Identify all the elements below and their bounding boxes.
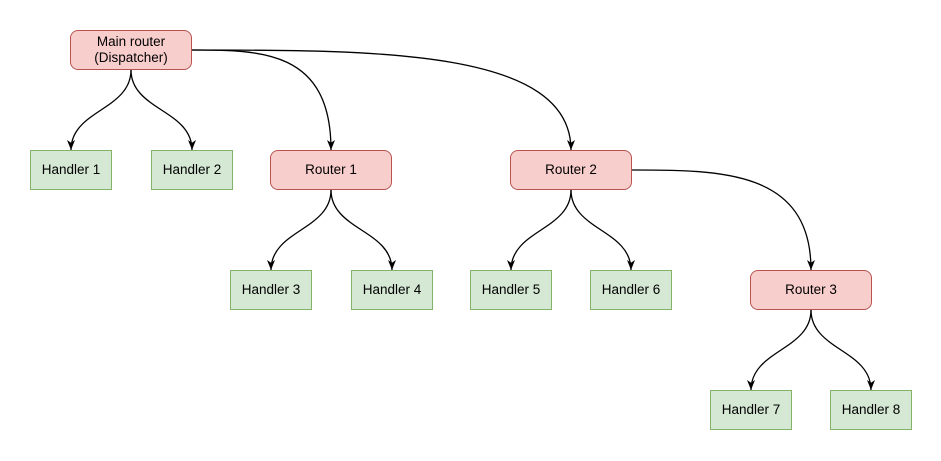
node-handler-4: Handler 4	[351, 270, 433, 310]
node-handler-5-label: Handler 5	[481, 281, 541, 297]
node-handler-2: Handler 2	[151, 150, 233, 190]
node-main-router-label: Main router (Dispatcher)	[94, 33, 168, 65]
node-router-2-label: Router 2	[545, 161, 597, 177]
node-router-3: Router 3	[750, 270, 872, 310]
edge-main-to-router1	[191, 49, 335, 151]
edge-router2-to-router3	[631, 169, 815, 271]
edge-main-to-router2	[191, 49, 575, 151]
node-handler-3: Handler 3	[230, 270, 312, 310]
node-router-1: Router 1	[270, 150, 392, 190]
node-handler-2-label: Handler 2	[162, 161, 222, 177]
edge-main-to-handler2	[130, 69, 196, 151]
node-handler-6: Handler 6	[590, 270, 672, 310]
node-handler-7-label: Handler 7	[721, 401, 781, 417]
edge-router3-to-handler8	[810, 309, 875, 391]
edge-router2-to-handler5	[507, 189, 572, 271]
edge-main-to-handler1	[67, 69, 132, 151]
node-handler-6-label: Handler 6	[601, 281, 661, 297]
edge-router1-to-handler3	[267, 189, 332, 271]
node-handler-8-label: Handler 8	[841, 401, 901, 417]
node-handler-1: Handler 1	[30, 150, 112, 190]
node-router-1-label: Router 1	[305, 161, 357, 177]
edge-router3-to-handler7	[747, 309, 812, 391]
node-router-2: Router 2	[510, 150, 632, 190]
edge-router2-to-handler6	[570, 189, 635, 271]
edge-router1-to-handler4	[330, 189, 396, 271]
node-handler-5: Handler 5	[470, 270, 552, 310]
node-handler-1-label: Handler 1	[41, 161, 101, 177]
node-router-3-label: Router 3	[785, 281, 837, 297]
node-handler-3-label: Handler 3	[241, 281, 301, 297]
node-handler-4-label: Handler 4	[362, 281, 422, 297]
node-handler-7: Handler 7	[710, 390, 792, 430]
node-main-router: Main router (Dispatcher)	[70, 30, 192, 70]
node-handler-8: Handler 8	[830, 390, 912, 430]
